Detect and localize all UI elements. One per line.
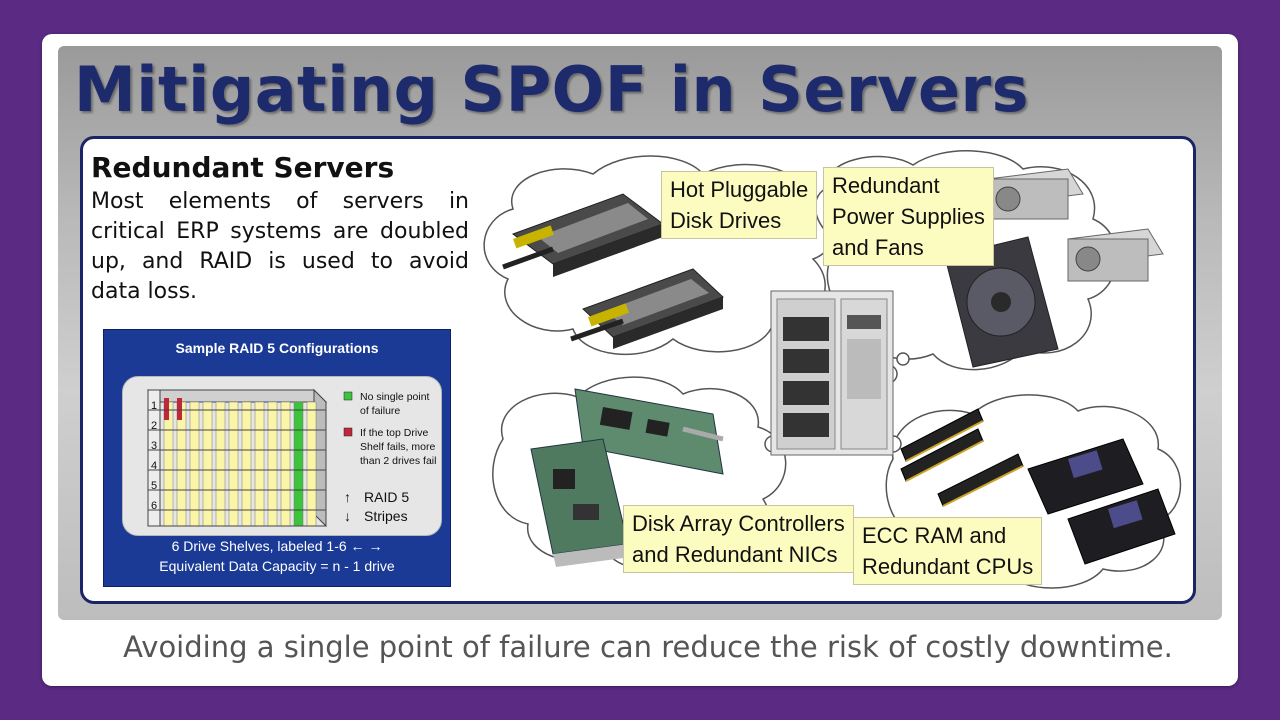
callout-hot-plug: Hot Pluggable Disk Drives <box>661 171 818 239</box>
cpu-icon <box>1027 438 1144 515</box>
legend-stripes-line2: Stripes <box>364 508 408 524</box>
raid-shelf-label: 5 <box>151 480 157 492</box>
section-heading: Redundant Servers <box>91 151 395 184</box>
raid-failed-disk <box>164 398 169 420</box>
power-supply-icon <box>1067 228 1164 282</box>
legend-red-line2: Shelf fails, more <box>360 441 435 453</box>
callout-line: Disk Drives <box>670 208 782 233</box>
raid-shelves <box>146 388 328 528</box>
raid-caption-1: 6 Drive Shelves, labeled 1-6 ← → <box>171 538 383 554</box>
legend-red-line3: than 2 drives fail <box>360 455 436 467</box>
legend-stripes-line1: RAID 5 <box>364 489 409 505</box>
raid-shelf-label: 4 <box>151 460 157 472</box>
callout-line: Disk Array Controllers <box>632 511 845 536</box>
fan-icon <box>944 236 1059 368</box>
raid-drawing: 1 2 3 4 5 6 No single point of failure If the… <box>146 388 436 528</box>
raid-failed-disk <box>177 398 182 420</box>
hard-drive-icon <box>570 268 724 349</box>
raid-diagram: Sample RAID 5 Configurations 1 2 3 4 5 6 No s… <box>103 329 451 587</box>
callout-ram-cpu: ECC RAM and Redundant CPUs <box>853 517 1043 585</box>
arrow-up-icon: ↑ <box>344 489 351 505</box>
legend-red-swatch <box>343 427 353 437</box>
raid-shelf-label: 1 <box>151 400 157 412</box>
content-panel: Redundant Servers Most elements of serve… <box>80 136 1196 604</box>
raid-title: Sample RAID 5 Configurations <box>175 340 379 356</box>
hard-drive-icon <box>502 193 665 277</box>
slide-footer: Avoiding a single point of failure can r… <box>123 630 1173 664</box>
callout-line: and Redundant NICs <box>632 542 838 567</box>
callout-line: ECC RAM and <box>862 523 1007 548</box>
legend-green-line2: of failure <box>360 405 400 417</box>
callout-line: Power Supplies <box>832 204 985 229</box>
raid-shelf-label: 2 <box>151 420 157 432</box>
controller-card-icon <box>574 388 724 475</box>
arrow-down-icon: ↓ <box>344 508 351 524</box>
raid-caption-2: Equivalent Data Capacity = n - 1 drive <box>159 558 395 574</box>
cpu-icon <box>1067 488 1176 565</box>
legend-green-line1: No single point <box>360 391 430 403</box>
callout-line: Redundant <box>832 173 940 198</box>
nic-card-icon <box>530 438 631 567</box>
callout-power: Redundant Power Supplies and Fans <box>823 167 994 266</box>
legend-green-swatch <box>343 391 353 401</box>
callout-line: Hot Pluggable <box>670 177 809 202</box>
callout-line: Redundant CPUs <box>862 554 1034 579</box>
section-body: Most elements of servers in critical ERP… <box>91 189 469 304</box>
ram-module-icon <box>900 408 1024 507</box>
callout-line: and Fans <box>832 235 924 260</box>
slide-title: Mitigating SPOF in Servers <box>74 53 1029 126</box>
hardware-illustration <box>483 150 1182 589</box>
legend-red-line1: If the top Drive <box>360 427 428 439</box>
power-supply-icon <box>987 168 1084 220</box>
raid-shelf-label: 3 <box>151 440 157 452</box>
callout-controllers: Disk Array Controllers and Redundant NIC… <box>623 505 854 573</box>
server-tower-icon <box>770 290 894 456</box>
raid-shelf-label: 6 <box>151 500 157 512</box>
